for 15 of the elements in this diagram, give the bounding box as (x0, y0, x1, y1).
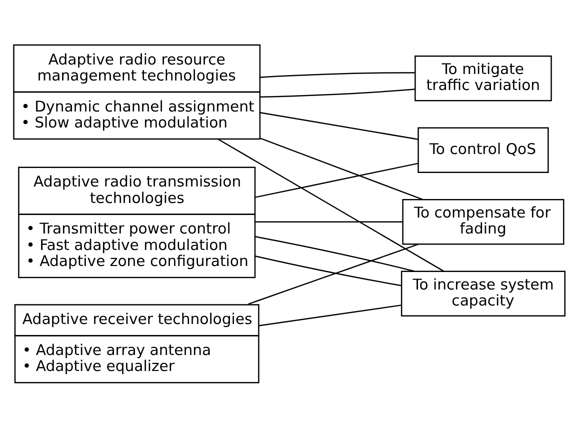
connector (258, 304, 402, 326)
connector (254, 221, 403, 222)
connector (254, 236, 415, 272)
connector (254, 255, 402, 286)
connector (254, 162, 418, 198)
connector (259, 72, 415, 78)
connector (259, 88, 415, 98)
connector (259, 137, 423, 200)
connector (248, 244, 419, 305)
node-box: To control QoS (418, 127, 549, 173)
connector (259, 112, 418, 140)
node-box: To compensate for fading (402, 198, 564, 245)
node-box: To mitigate traffic variation (414, 55, 552, 102)
connector (217, 138, 444, 272)
node-box: To increase system capacity (400, 270, 566, 316)
